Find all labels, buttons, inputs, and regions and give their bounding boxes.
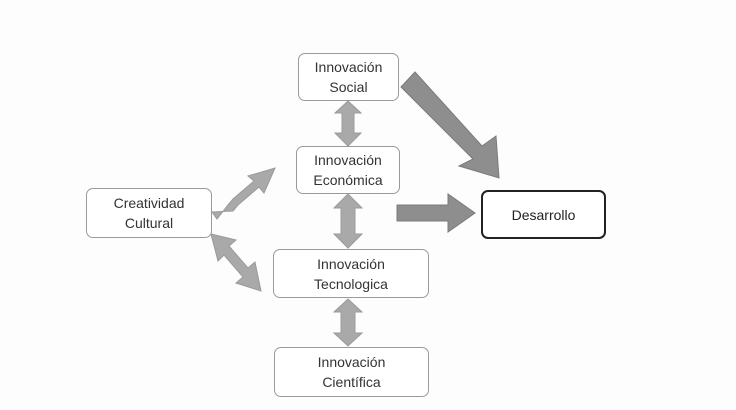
node-innovacion-social: Innovación Social (298, 53, 399, 101)
arrow-economica-to-desarrollo (396, 193, 476, 233)
arrow-social-economica (333, 100, 363, 147)
arrow-social-to-desarrollo (400, 71, 500, 179)
arrow-cultural-tecnologica (210, 233, 262, 292)
arrow-cultural-economica (211, 167, 276, 220)
node-desarrollo: Desarrollo (481, 190, 606, 239)
node-innovacion-cientifica: Innovación Científica (274, 347, 429, 397)
arrow-tecnologica-cientifica (332, 298, 364, 347)
node-innovacion-tecnologica: Innovación Tecnologica (273, 249, 429, 298)
arrow-economica-tecnologica (332, 193, 364, 249)
node-creatividad-cultural: Creatividad Cultural (86, 188, 212, 238)
node-innovacion-economica: Innovación Económica (296, 146, 400, 194)
